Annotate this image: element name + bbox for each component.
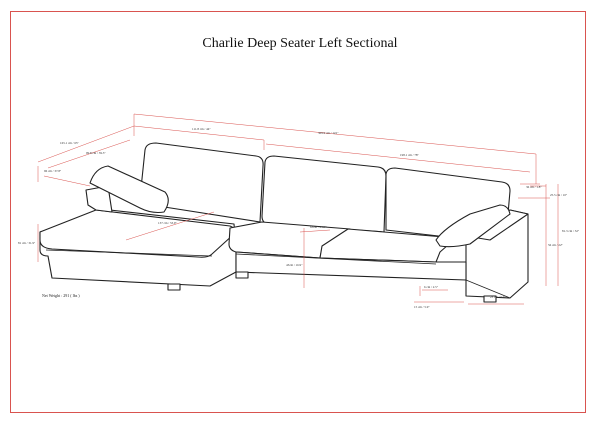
net-weight-label: Net Weight : 291 ( lbs ) (42, 293, 80, 298)
dimension-labels: 309.9 cm / 122" 111.8 cm / 44" 198.1 cm … (18, 127, 580, 309)
dim-back-depth: 96 cm / 37.8" (44, 169, 62, 173)
dim-seat-depth: 63cm / 24.8" (310, 225, 327, 229)
chaise-seat (39, 209, 236, 258)
leg-front (235, 271, 249, 279)
dim-arm-depth: 23 cm / 5.9" (490, 295, 506, 299)
throw-pillow-right (435, 204, 511, 248)
dim-back-cushion-height: 25.5 cm / 10" (550, 193, 568, 197)
dim-left-section-length: 111.8 cm / 44" (192, 127, 211, 131)
dimension-lines (37, 113, 559, 305)
dim-arm-height: 56 cm / 22" (548, 243, 564, 247)
seam-lines (45, 249, 511, 299)
dim-chaise-depth: 99.8 cm / 39.3" (86, 151, 106, 155)
sofa-outline (39, 142, 529, 303)
dim-arm-top: 36 cm / 1.8" (526, 185, 542, 189)
back-cushion-center (261, 155, 387, 233)
dim-right-height: 81.3 cm / 32" (562, 229, 580, 233)
dim-right-seat-length: 198.1 cm / 78" (400, 153, 420, 157)
sheet-border (10, 11, 586, 413)
dim-overall-height: 81 cm / 31.9" (18, 241, 36, 245)
leg-right (483, 295, 497, 303)
dim-overall-length: 309.9 cm / 122" (318, 131, 339, 135)
dim-leg-height: 6 cm / 2.5" (424, 285, 439, 289)
page-title: Charlie Deep Seater Left Sectional (202, 36, 398, 51)
dim-seat-height: 43cm / 16.9" (286, 263, 303, 267)
dim-overall-depth: 165.1 cm / 65" (60, 141, 80, 145)
leg-left (167, 283, 181, 291)
dim-chaise-length: 137 cm / 53.9" (158, 221, 178, 225)
throw-pillow-left (89, 165, 169, 214)
dim-arm-width: 15 cm / 5.9" (414, 305, 430, 309)
back-cushion-left (139, 142, 264, 223)
